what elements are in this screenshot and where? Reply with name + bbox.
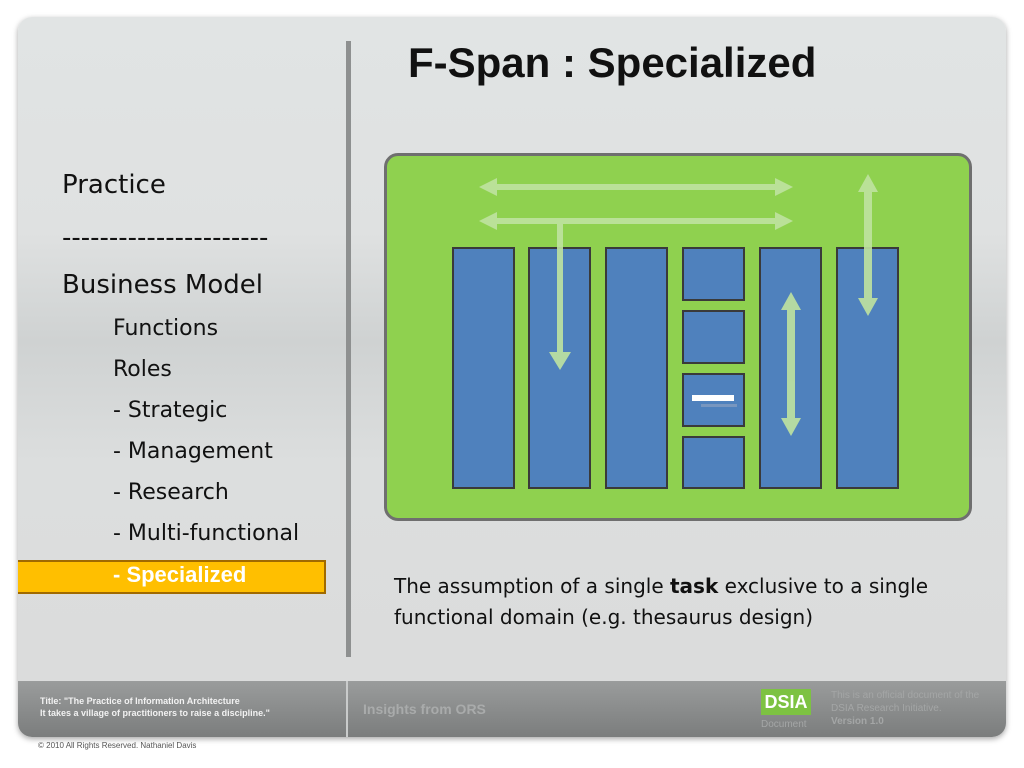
caption-bold-task: task: [670, 574, 719, 598]
footer-insights: Insights from ORS: [363, 701, 486, 717]
nav-item-strategic[interactable]: - Strategic: [113, 398, 228, 423]
task-marker-shadow: [701, 404, 737, 407]
column-4-box-2: [682, 310, 745, 364]
footer-bar: Title: "The Practice of Information Arch…: [18, 681, 1006, 737]
footer-official-note: This is an official document of the DSIA…: [831, 689, 1003, 728]
task-marker: [692, 395, 734, 401]
official-line-1: This is an official document of the: [831, 690, 980, 701]
nav-business-model[interactable]: Business Model: [62, 270, 263, 300]
footer-title-line-2: It takes a village of practitioners to r…: [40, 708, 270, 718]
diagram-columns: [452, 247, 899, 489]
caption-text: The assumption of a single task exclusiv…: [394, 571, 974, 633]
selected-nav-highlight[interactable]: [18, 560, 326, 594]
official-line-2: DSIA Research Initiative.: [831, 703, 942, 714]
dsia-logo-sub: Document: [761, 719, 807, 730]
horizontal-arrow-2: [479, 212, 793, 230]
vertical-divider: [346, 41, 351, 657]
span-diagram: [384, 153, 972, 521]
down-arrow: [549, 224, 571, 370]
nav-item-research[interactable]: - Research: [113, 480, 229, 505]
column-4-box-1: [682, 247, 745, 301]
dsia-logo: DSIA: [761, 689, 811, 715]
column-1: [452, 247, 515, 489]
nav-item-functions[interactable]: Functions: [113, 316, 219, 341]
nav-item-management[interactable]: - Management: [113, 439, 273, 464]
footer-divider: [346, 681, 348, 737]
nav-separator: ----------------------: [62, 223, 269, 253]
column-4-box-4: [682, 436, 745, 489]
vertical-arrow-right: [858, 174, 878, 316]
nav-practice[interactable]: Practice: [62, 170, 166, 200]
diagram-arrows: [479, 174, 878, 436]
footer-title-line-1: Title: "The Practice of Information Arch…: [40, 696, 240, 706]
caption-part-2: exclusive to a single functional domain …: [394, 574, 929, 629]
slide: F-Span : Specialized Practice ----------…: [18, 17, 1006, 737]
column-3: [605, 247, 668, 489]
nav-item-specialized[interactable]: - Specialized: [113, 562, 247, 587]
version-label: Version 1.0: [831, 716, 884, 727]
nav-item-multi-functional[interactable]: - Multi-functional: [113, 521, 300, 546]
caption-part-1: The assumption of a single: [394, 574, 670, 598]
copyright-notice: © 2010 All Rights Reserved. Nathaniel Da…: [38, 741, 197, 750]
horizontal-arrow-1: [479, 178, 793, 196]
nav-item-roles[interactable]: Roles: [113, 357, 172, 382]
slide-title: F-Span : Specialized: [408, 39, 817, 86]
footer-title: Title: "The Practice of Information Arch…: [40, 695, 270, 719]
vertical-arrow-middle: [781, 292, 801, 436]
diagram-graphic: [452, 174, 899, 489]
